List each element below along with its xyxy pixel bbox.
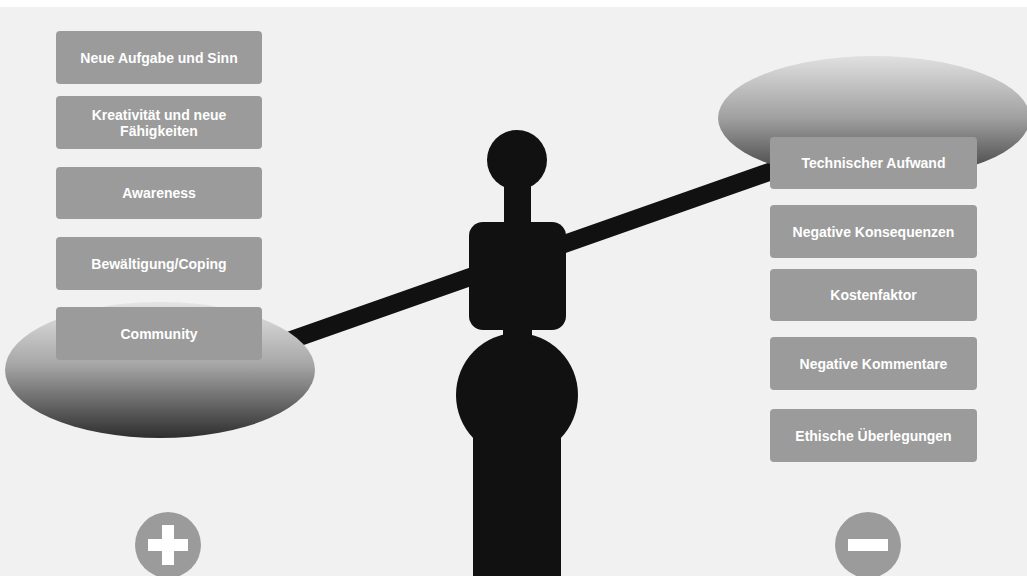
box-label: Awareness (122, 185, 196, 201)
argument-box: Awareness (56, 167, 262, 219)
box-label: Ethische Überlegungen (795, 428, 951, 444)
argument-box: Negative Konsequenzen (770, 205, 977, 258)
box-label: Negative Konsequenzen (793, 224, 955, 240)
minus-symbol (835, 512, 901, 576)
box-label: Kostenfaktor (830, 287, 916, 303)
top-strip (0, 0, 1027, 7)
argument-box: Kostenfaktor (770, 269, 977, 321)
plus-symbol (135, 512, 201, 576)
box-label: Negative Kommentare (800, 356, 948, 372)
box-label: Technischer Aufwand (802, 155, 946, 171)
scale-stand (456, 130, 578, 576)
argument-box: Kreativität und neue Fähigkeiten (56, 96, 262, 149)
argument-box: Negative Kommentare (770, 337, 977, 390)
argument-box: Bewältigung/Coping (56, 237, 262, 290)
box-label: Kreativität und neue Fähigkeiten (70, 107, 248, 139)
argument-box: Technischer Aufwand (770, 137, 977, 189)
argument-box: Neue Aufgabe und Sinn (56, 31, 262, 84)
left-pan (5, 302, 315, 438)
right-pan (718, 56, 1027, 180)
argument-box: Ethische Überlegungen (770, 409, 977, 462)
argument-box: Community (56, 307, 262, 360)
box-label: Community (121, 326, 198, 342)
box-label: Neue Aufgabe und Sinn (80, 50, 237, 66)
box-label: Bewältigung/Coping (91, 256, 226, 272)
